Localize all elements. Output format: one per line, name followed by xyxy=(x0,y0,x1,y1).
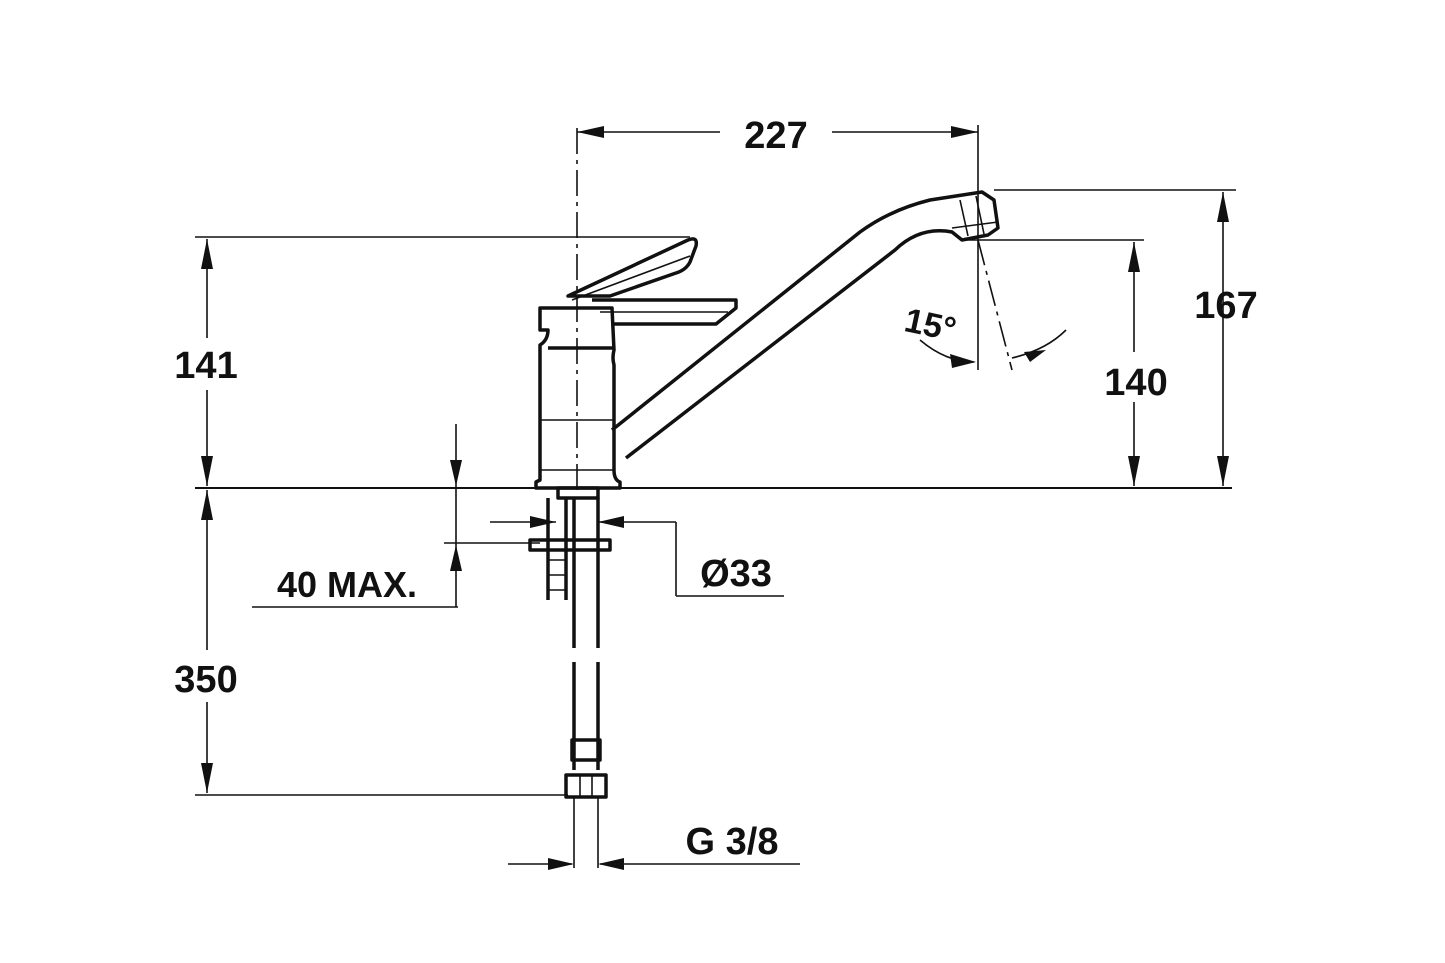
label-diameter-33: Ø33 xyxy=(700,553,772,595)
label-167: 167 xyxy=(1194,285,1257,327)
faucet-body xyxy=(534,237,738,490)
label-15-degree: 15° xyxy=(901,301,959,349)
label-40-max: 40 MAX. xyxy=(277,564,417,605)
label-227: 227 xyxy=(744,115,807,157)
label-350: 350 xyxy=(174,659,237,701)
mounting-shank xyxy=(528,486,612,648)
dimension-diameter-33 xyxy=(490,516,784,597)
dimension-140 xyxy=(964,239,1144,486)
supply-hose xyxy=(564,662,608,868)
dimension-167 xyxy=(994,189,1236,486)
label-140: 140 xyxy=(1104,362,1167,404)
dimension-350 xyxy=(195,490,568,796)
dimension-227 xyxy=(577,125,979,370)
label-thread: G 3/8 xyxy=(686,821,779,863)
dimension-141 xyxy=(195,236,690,486)
label-141: 141 xyxy=(174,345,237,387)
angle-15 xyxy=(919,239,1067,371)
dimension-40-max xyxy=(252,424,540,608)
dimension-thread xyxy=(508,858,800,870)
